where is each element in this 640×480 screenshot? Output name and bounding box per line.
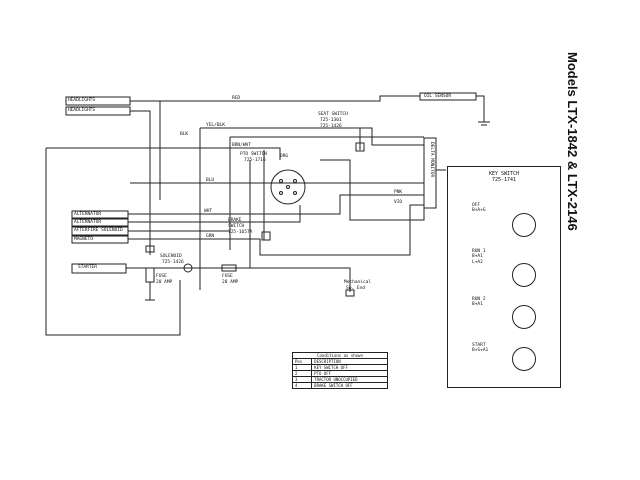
table-row: 4 BRAKE SWITCH OFF	[291, 382, 388, 389]
fuse-symbol-2	[221, 264, 237, 272]
wire	[476, 95, 485, 122]
magneto-label: MAGNETO	[74, 237, 93, 242]
mechanical-switch-symbol	[345, 289, 355, 297]
conditions-table: Conditions as shown Pos DESCRIPTION 1 KE…	[291, 352, 388, 389]
fuse-1-rating: 20 AMP	[156, 280, 173, 285]
brake-switch-part: 725-1657A	[228, 230, 253, 235]
wire	[45, 148, 181, 336]
seat-switch-symbol	[355, 142, 365, 152]
key-pos-run2-detail: B+A1	[472, 302, 483, 307]
wire	[130, 110, 151, 255]
wire-label: VIO	[394, 200, 403, 205]
wire	[130, 95, 420, 102]
wire-label: BRN/WHT	[232, 143, 251, 148]
wire-label: GRN	[206, 234, 215, 239]
solenoid-symbol	[183, 263, 193, 273]
key-pos-run1-detail: B+A1 L+A2	[472, 254, 483, 265]
key-dial-start	[512, 347, 536, 371]
fuse-link	[145, 245, 155, 253]
brake-switch-label: BRAKE	[228, 218, 242, 223]
wire	[46, 147, 281, 160]
seat-switch-part-1: 725-1301	[320, 118, 342, 123]
key-pos-off-detail: B+A+G	[472, 208, 486, 213]
brake-switch-symbol	[261, 231, 271, 241]
alternator-label-1: ALTERNATOR	[74, 212, 102, 217]
key-switch-title: KEY SWITCH	[488, 171, 520, 177]
wire	[128, 194, 424, 215]
solenoid-part: 725-1426	[162, 260, 184, 265]
delta-monitor-label: DELTA MONITOR	[429, 142, 434, 178]
key-dial-run1	[512, 263, 536, 287]
fuse-2-label: FUSE	[222, 274, 233, 279]
wire	[240, 267, 351, 292]
solenoid-label: SOLENOID	[160, 254, 182, 259]
table-cell: 4	[291, 382, 313, 389]
wire	[128, 205, 301, 223]
seat-switch-part-2: 725-1426	[320, 124, 342, 129]
pto-switch-part: 725-1716	[244, 158, 266, 163]
delta-monitor-box	[423, 137, 437, 209]
terminal	[286, 185, 290, 189]
brake-switch-label-2: SWITCH	[228, 224, 245, 229]
key-pos-run1-name: RUN 1	[472, 249, 486, 254]
wire-label: RED	[232, 96, 241, 101]
terminal	[293, 191, 297, 195]
key-dial-off	[512, 213, 536, 237]
key-pos-start-detail: B+S+A1	[472, 348, 489, 353]
wire	[320, 159, 425, 221]
oil-sensor-label: OIL SENSOR	[424, 94, 452, 99]
terminal	[293, 179, 297, 183]
wire-label: ORG	[280, 154, 289, 159]
wire-label: PNK	[394, 190, 403, 195]
pto-switch-label: PTO SWITCH	[240, 152, 268, 157]
terminal	[279, 179, 283, 183]
wire-label: YEL/BLK	[206, 123, 225, 128]
mechanical-label-1: Mechanical	[344, 280, 372, 285]
mechanical-label-2: Sw. End	[346, 286, 365, 291]
page-title: Models LTX-1842 & LTX-2146	[565, 52, 580, 231]
key-pos-start-name: START	[472, 343, 486, 348]
headlights-label-2: HEADLIGHTS	[68, 108, 96, 113]
key-pos-off-name: OFF	[472, 203, 481, 208]
wire-label: BLK	[180, 132, 189, 137]
wire-label: WHT	[204, 209, 213, 214]
alternator-label-2: ALTERNATOR	[74, 220, 102, 225]
wire	[128, 204, 424, 256]
fuse-1-label: FUSE	[156, 274, 167, 279]
table-cell: BRAKE SWITCH OFF	[311, 382, 388, 389]
fuse-2-rating: 20 AMP	[222, 280, 239, 285]
key-switch-part: 725-1741	[491, 177, 517, 183]
pto-switch-symbol	[270, 169, 306, 205]
seat-switch-label: SEAT SWITCH	[318, 112, 348, 117]
fuse-symbol-1	[145, 267, 155, 283]
key-pos-run2-name: RUN 2	[472, 297, 486, 302]
afterfire-label: AFTERFIRE SOLENOID	[74, 228, 123, 233]
wire-label: BLU	[206, 178, 215, 183]
key-dial-run2	[512, 305, 536, 329]
headlights-label-1: HEADLIGHTS	[68, 98, 96, 103]
starter-label: STARTER	[78, 265, 97, 270]
key-switch-panel: KEY SWITCH 725-1741 OFF B+A+G RUN 1 B+A1…	[447, 166, 561, 388]
terminal	[279, 191, 283, 195]
